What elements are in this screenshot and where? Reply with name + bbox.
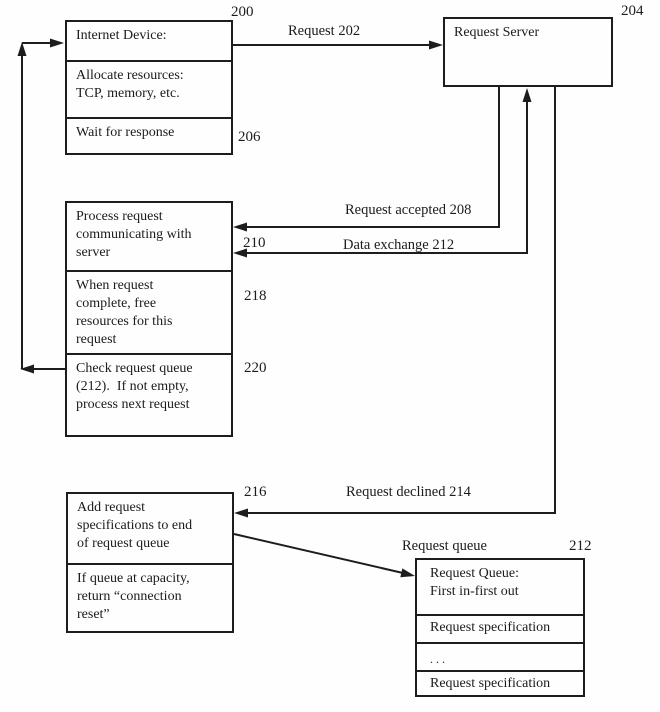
queue-slot-ellipsis: . . .: [417, 642, 583, 670]
free-resources-step: When request complete, free resources fo…: [67, 270, 231, 353]
label-data-exchange-212: Data exchange 212: [343, 237, 455, 253]
ref-206: 206: [238, 129, 261, 145]
add-request-box: Add request specifications to end of req…: [66, 492, 234, 633]
queue-slot-1: Request specification: [417, 614, 583, 642]
label-request-declined-214: Request declined 214: [346, 484, 471, 500]
request-queue-box: Request Queue: First in-first out Reques…: [415, 558, 585, 697]
queue-slot-2: Request specification: [417, 670, 583, 695]
ref-204: 204: [621, 3, 644, 19]
ref-218: 218: [244, 288, 267, 304]
arrow-to-request-queue: [233, 533, 415, 578]
arrow-request-accepted: [233, 87, 500, 232]
arrow-request-202: [233, 40, 443, 50]
arrow-data-exchange: [233, 88, 532, 258]
label-request-202: Request 202: [288, 23, 361, 39]
arrow-check-queue-exit: [20, 364, 65, 374]
queue-capacity-step: If queue at capacity, return “connection…: [68, 563, 232, 631]
label-request-accepted-208: Request accepted 208: [345, 202, 472, 218]
process-request-step: Process request communicating with serve…: [76, 209, 192, 260]
request-server-box: Request Server: [443, 17, 613, 87]
request-queue-caption: Request queue: [402, 538, 487, 554]
internet-device-title: Internet Device:: [76, 28, 167, 43]
arrow-loop-to-internet-device: [17, 38, 64, 369]
process-request-box: Process request communicating with serve…: [65, 201, 233, 437]
request-queue-title: Request Queue: First in-first out: [430, 566, 520, 599]
ref-200: 200: [231, 4, 254, 20]
wait-for-response-step: Wait for response: [67, 117, 231, 153]
arrow-request-declined: [234, 87, 556, 518]
check-queue-step: Check request queue (212). If not empty,…: [67, 353, 231, 435]
allocate-resources-step: Allocate resources: TCP, memory, etc.: [67, 60, 231, 117]
ref-210: 210: [243, 235, 266, 251]
ref-216: 216: [244, 484, 267, 500]
add-specs-step: Add request specifications to end of req…: [77, 500, 193, 551]
ref-220: 220: [244, 360, 267, 376]
internet-device-box: Internet Device: Allocate resources: TCP…: [65, 20, 233, 155]
request-server-title: Request Server: [454, 25, 540, 40]
ref-212-queue: 212: [569, 538, 592, 554]
